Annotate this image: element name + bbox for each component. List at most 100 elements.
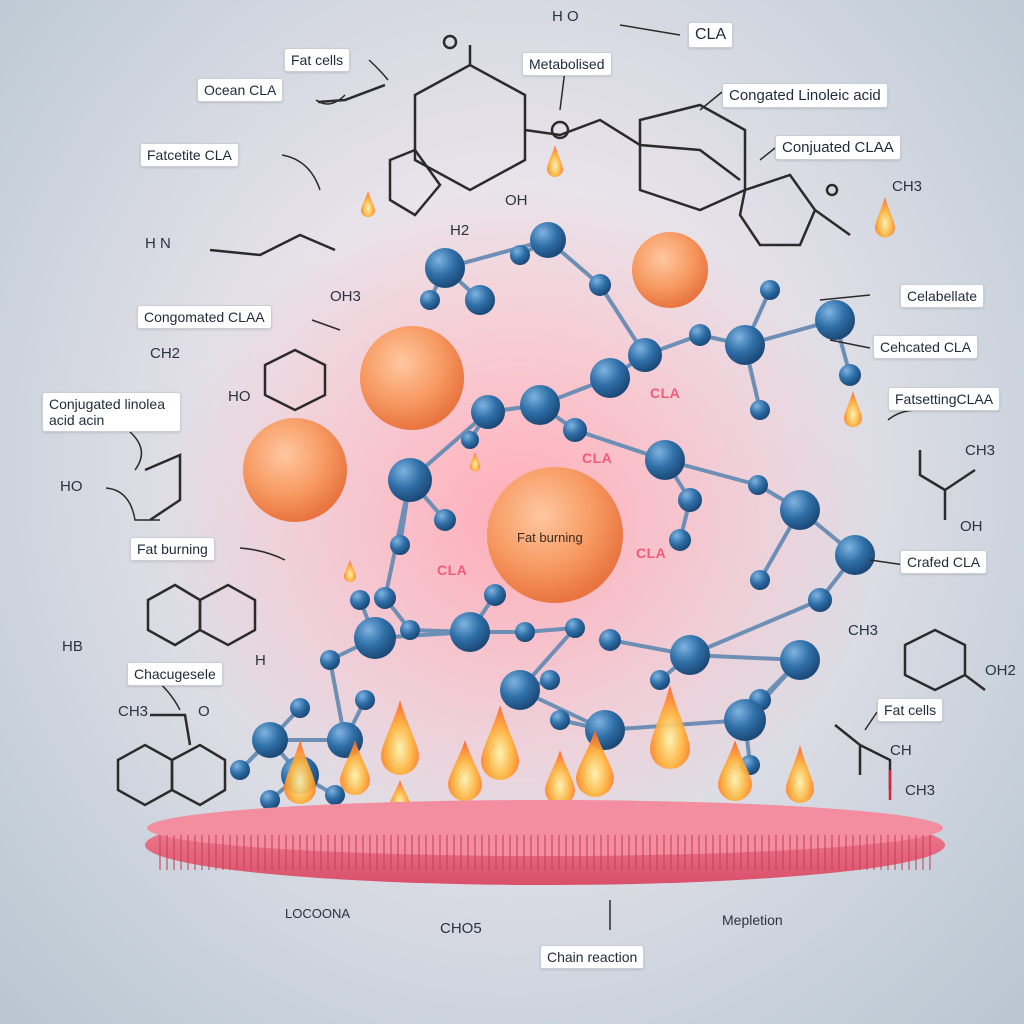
- formula-mepletion: Mepletion: [722, 912, 783, 928]
- molecule-atom-icon: [450, 612, 490, 652]
- molecule-atom-icon: [760, 280, 780, 300]
- formula-oh-right: OH: [960, 518, 983, 535]
- formula-hn: H N: [145, 235, 171, 252]
- membrane-icon: [145, 800, 945, 885]
- molecule-atom-icon: [815, 300, 855, 340]
- formula-ch3: CH3: [892, 178, 923, 195]
- formula-oh2: OH2: [985, 662, 1016, 679]
- molecule-atom-icon: [589, 274, 611, 296]
- molecule-atom-icon: [400, 620, 420, 640]
- formula-ch: CH: [890, 742, 912, 759]
- molecule-atom-icon: [355, 690, 375, 710]
- formula-locoona: LOCOONA: [285, 906, 351, 921]
- cla-glow-3: CLA: [437, 562, 468, 578]
- molecule-atom-icon: [465, 285, 495, 315]
- molecule-atom-icon: [748, 475, 768, 495]
- flame-icon: [340, 740, 370, 795]
- molecule-atom-icon: [390, 535, 410, 555]
- molecule-atom-icon: [645, 440, 685, 480]
- flame-icon: [650, 685, 690, 769]
- flame-icon: [718, 740, 752, 801]
- formula-oh3: OH3: [330, 288, 361, 305]
- leader-lines: [105, 24, 919, 930]
- formula-ch3-2: CH3: [965, 442, 996, 459]
- molecule-atom-icon: [650, 670, 670, 690]
- flame-icon: [547, 145, 563, 177]
- molecule-atom-icon: [628, 338, 662, 372]
- flame-icon: [545, 750, 575, 805]
- label-ocean-cla: Ocean CLA: [197, 78, 284, 103]
- hexagon-ring-icon: [116, 233, 336, 807]
- molecule-atom-icon: [484, 584, 506, 606]
- formula-ho-2: HO: [60, 478, 83, 495]
- molecule-atom-icon: [563, 418, 587, 442]
- molecule-atom-icon: [350, 590, 370, 610]
- molecule-atom-icon: [750, 400, 770, 420]
- molecule-atom-icon: [599, 629, 621, 651]
- molecule-structure-top: [317, 34, 851, 247]
- molecule-atom-icon: [471, 395, 505, 429]
- flame-icon: [448, 740, 482, 801]
- formula-h-o: H O: [552, 8, 579, 25]
- label-chain-reaction: Chain reaction: [540, 945, 645, 970]
- molecule-atom-icon: [530, 222, 566, 258]
- formula-h: H: [255, 652, 266, 669]
- molecule-atom-icon: [461, 431, 479, 449]
- molecule-atom-icon: [515, 622, 535, 642]
- flame-icon: [381, 700, 419, 775]
- bond: [688, 598, 822, 657]
- molecule-atom-icon: [425, 248, 465, 288]
- label-cehcated-cla: Cehcated CLA: [873, 335, 979, 360]
- molecule-atom-icon: [669, 529, 691, 551]
- label-conjugated-linoleic-acid: Congated Linoleic acid: [722, 83, 888, 109]
- label-fat-cells-right: Fat cells: [877, 698, 944, 723]
- molecule-atom-icon: [434, 509, 456, 531]
- molecule-atom-icon: [550, 710, 570, 730]
- molecule-atom-icon: [325, 785, 345, 805]
- label-fat-cells-top: Fat cells: [284, 48, 351, 73]
- molecule-atom-icon: [520, 385, 560, 425]
- molecule-atom-icon: [388, 458, 432, 502]
- cla-glow-1: CLA: [650, 385, 681, 401]
- flame-icon: [786, 745, 814, 803]
- formula-ch3-bottom: CH3: [905, 782, 936, 799]
- molecule-atom-icon: [750, 570, 770, 590]
- molecule-atom-icon: [230, 760, 250, 780]
- flame-icon: [875, 197, 895, 238]
- flames: [284, 145, 895, 814]
- molecule-atom-icon: [500, 670, 540, 710]
- formula-h2: H2: [450, 222, 470, 239]
- molecule-atom-icon: [540, 670, 560, 690]
- label-cla-top: CLA: [688, 22, 734, 49]
- cla-glow-4: CLA: [636, 545, 667, 561]
- label-celabellate: Celabellate: [900, 284, 985, 309]
- flame-icon: [344, 560, 356, 582]
- molecule-atom-icon: [689, 324, 711, 346]
- formula-ch3-3: CH3: [848, 622, 879, 639]
- molecule-atom-icon: [510, 245, 530, 265]
- molecule-atom-icon: [420, 290, 440, 310]
- molecule-atom-icon: [590, 358, 630, 398]
- formula-ch3-left: CH3: [118, 703, 149, 720]
- molecule-atom-icon: [835, 535, 875, 575]
- molecule-atom-icon: [670, 635, 710, 675]
- label-fatcetite-cla: Fatcetite CLA: [140, 143, 239, 168]
- flame-icon: [361, 191, 375, 218]
- formula-cho5: CHO5: [440, 920, 482, 937]
- flame-icon: [576, 730, 614, 797]
- molecule-atom-icon: [724, 699, 766, 741]
- molecule-atom-icon: [780, 490, 820, 530]
- fat-burning-center: Fat burning: [517, 530, 583, 545]
- flame-icon: [284, 740, 316, 804]
- molecule-atom-icon: [678, 488, 702, 512]
- hexagon-ring-icon-right: [834, 450, 986, 800]
- label-conjugated-claa: Conjuated CLAA: [775, 135, 901, 161]
- fat-cell-icon: [243, 232, 708, 603]
- label-crafed-cla: Crafed CLA: [900, 550, 988, 575]
- label-conjugated-linoleic-acid-left: Conjugated linolea acid acin: [42, 392, 181, 433]
- molecule-atom-icon: [252, 722, 288, 758]
- formula-oh: OH: [505, 192, 528, 209]
- molecule-atom-icon: [565, 618, 585, 638]
- formula-o: O: [198, 703, 210, 720]
